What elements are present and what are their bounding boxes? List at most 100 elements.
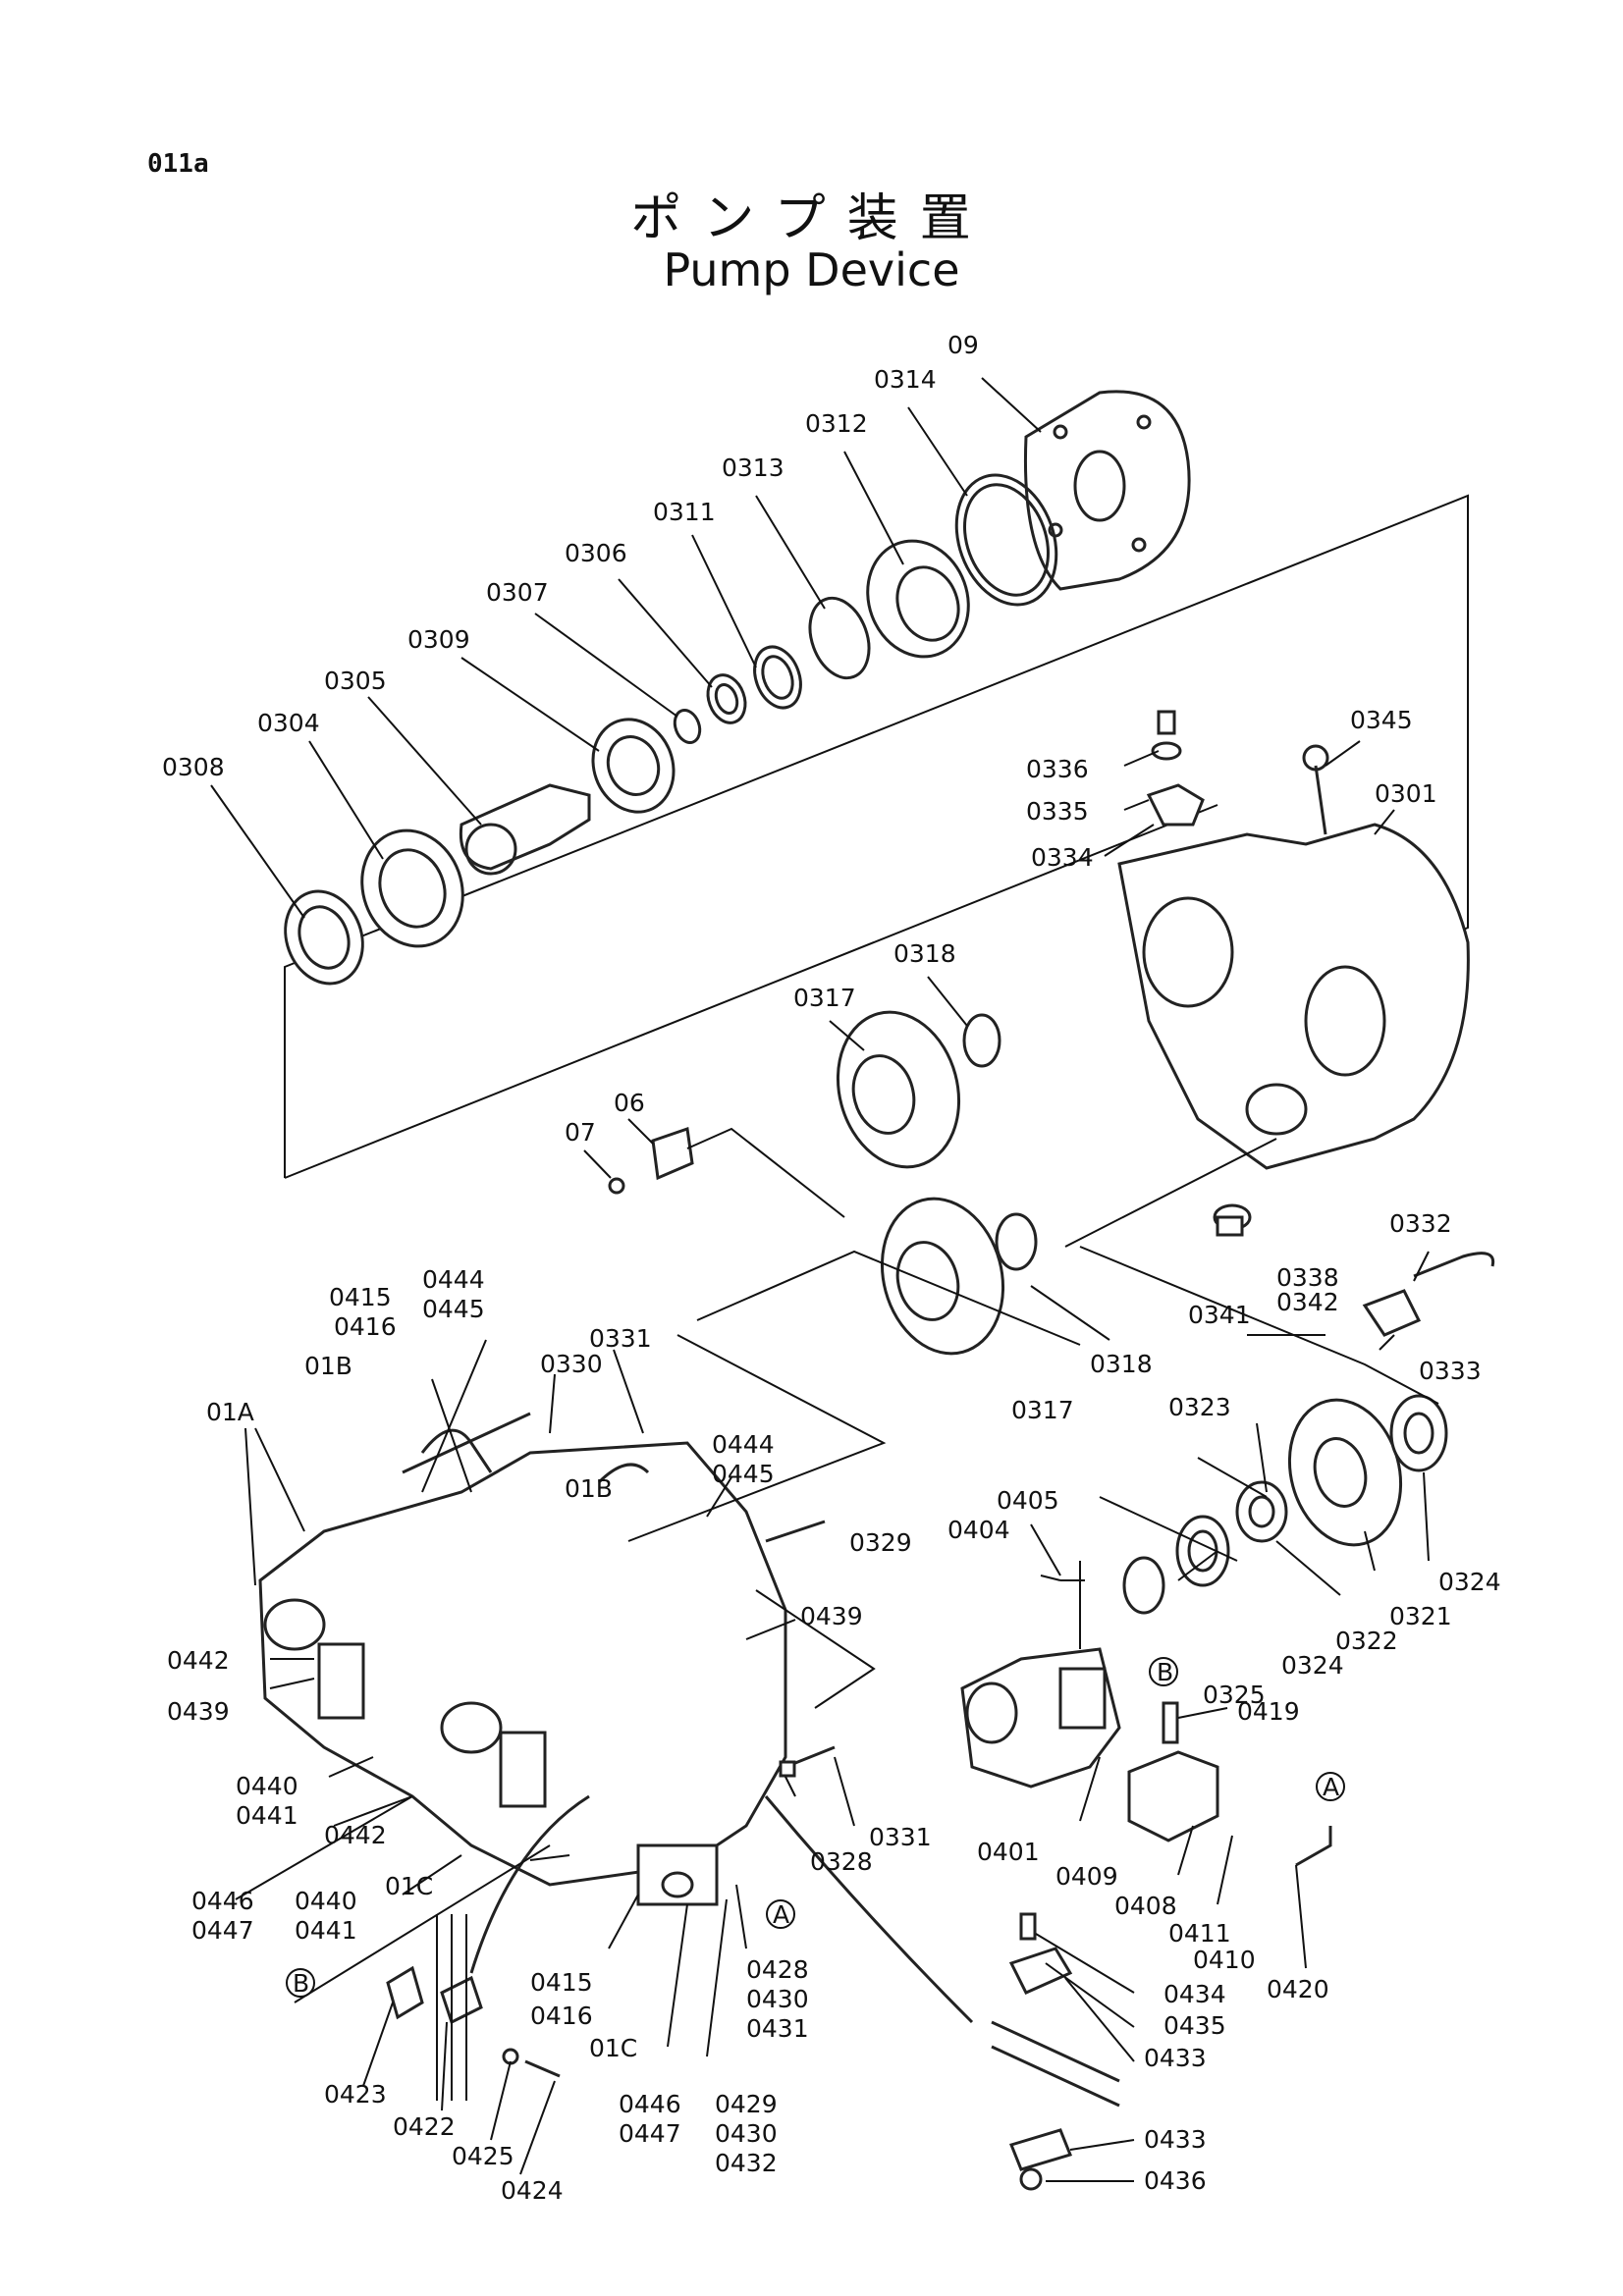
callout-0317-upper: 0317 [793, 984, 856, 1012]
callout-0429: 0429 [715, 2090, 778, 2118]
callout-01A: 01A [206, 1398, 254, 1426]
callout-0323: 0323 [1168, 1393, 1231, 1421]
callout-0401: 0401 [977, 1838, 1040, 1866]
callout-0435: 0435 [1163, 2011, 1226, 2040]
callout-0416-upper: 0416 [334, 1312, 397, 1341]
coupling-09 [1023, 390, 1191, 591]
callout-0441-lower: 0441 [295, 1916, 357, 1945]
seal-housing-0312 [866, 539, 970, 659]
callout-0409: 0409 [1055, 1862, 1118, 1891]
marker-A-mid: A [773, 1900, 789, 1929]
callout-0432: 0432 [715, 2149, 778, 2177]
pipes-0433 [991, 2020, 1120, 2108]
callout-0330: 0330 [540, 1350, 603, 1378]
bolt-0424 [502, 2048, 561, 2078]
callout-0420: 0420 [1267, 1975, 1329, 2003]
callout-0411: 0411 [1168, 1919, 1231, 1948]
callout-0325: 0325 [1203, 1681, 1266, 1709]
callout-0408: 0408 [1114, 1892, 1177, 1920]
callout-0415-lower: 0415 [530, 1968, 593, 1997]
callout-0307: 0307 [486, 578, 549, 607]
snap-ring-0307 [673, 709, 702, 744]
callout-0410: 0410 [1193, 1946, 1256, 1974]
bolt-0328 [779, 1745, 836, 1778]
callout-0342: 0342 [1276, 1288, 1339, 1316]
bearing-0324-upper [1389, 1394, 1448, 1472]
nut-0436 [1019, 2167, 1043, 2191]
title-japanese: ポンプ装置 [630, 189, 993, 248]
callout-0442-upper: 0442 [167, 1646, 230, 1675]
leader-lines [210, 377, 1430, 2182]
callout-0424: 0424 [501, 2176, 564, 2205]
marker-B-right: B [1157, 1658, 1173, 1686]
callout-0333: 0333 [1419, 1357, 1482, 1385]
pipe-0420 [1295, 1826, 1332, 1867]
callout-0434: 0434 [1163, 1980, 1226, 2008]
callout-0428: 0428 [746, 1955, 809, 1984]
callout-0439-upper: 0439 [800, 1602, 863, 1630]
clamp-0433-upper [1008, 1912, 1073, 1995]
callout-0328: 0328 [810, 1847, 873, 1876]
callout-0324-lower: 0324 [1281, 1651, 1344, 1680]
assembly-guides [294, 1138, 1439, 2003]
callout-0415-upper: 0415 [329, 1283, 392, 1311]
callout-0439-lower: 0439 [167, 1697, 230, 1726]
callout-0425: 0425 [452, 2142, 514, 2170]
part-callouts: 09 0314 0312 0313 0311 0306 0307 0309 03… [162, 331, 1501, 2205]
callout-0331-lower: 0331 [869, 1823, 932, 1851]
callout-0317-lower: 0317 [1011, 1396, 1074, 1424]
callout-0447-left: 0447 [191, 1916, 254, 1945]
callout-01C-lower: 01C [589, 2034, 637, 2062]
callout-06: 06 [614, 1089, 645, 1117]
callout-0440-lower: 0440 [295, 1887, 357, 1915]
callout-0423: 0423 [324, 2080, 387, 2109]
o-ring-0313 [808, 596, 871, 680]
callout-0313: 0313 [722, 454, 784, 482]
clamp-0433-lower [1008, 2128, 1073, 2171]
callout-07: 07 [565, 1118, 596, 1147]
callout-0422: 0422 [393, 2112, 456, 2141]
snap-ring-0318-upper [962, 1013, 1001, 1068]
callout-0446-lower: 0446 [619, 2090, 681, 2118]
callout-0321: 0321 [1389, 1602, 1452, 1630]
callout-0433-upper: 0433 [1144, 2044, 1207, 2072]
callout-0336: 0336 [1026, 755, 1089, 783]
bracket-0333 [1362, 1252, 1495, 1337]
callout-0430-upper: 0430 [746, 1985, 809, 2013]
page-code: 011a [147, 149, 209, 179]
callout-01C-left: 01C [385, 1872, 433, 1900]
title-english: Pump Device [663, 243, 960, 296]
snap-ring-0318-lower [995, 1212, 1038, 1271]
callout-0311: 0311 [653, 498, 716, 526]
callout-0405: 0405 [997, 1486, 1059, 1515]
block-0408 [1127, 1701, 1219, 1842]
bearing-0309 [591, 718, 676, 814]
gear-pump-0401 [960, 1647, 1121, 1789]
gear-0321 [1287, 1398, 1403, 1547]
callout-0345: 0345 [1350, 706, 1413, 734]
bolt-0329 [765, 1520, 826, 1543]
gear-0304 [360, 828, 464, 948]
callout-0341: 0341 [1188, 1301, 1251, 1329]
clamp-0423 [386, 1914, 483, 2101]
callout-0440-upper: 0440 [236, 1772, 298, 1800]
callout-0318-upper: 0318 [893, 939, 956, 968]
callout-0304: 0304 [257, 709, 320, 737]
main-pump-body [258, 1412, 787, 1906]
fittings-0334-0336 [1146, 710, 1205, 827]
shaft-0305 [459, 783, 591, 876]
callout-09: 09 [947, 331, 979, 359]
callout-0329: 0329 [849, 1528, 912, 1557]
callout-0314: 0314 [874, 365, 937, 394]
hose-line [469, 1794, 590, 1974]
callout-0322: 0322 [1335, 1627, 1398, 1655]
callout-0430-lower: 0430 [715, 2119, 778, 2148]
callout-0306: 0306 [565, 539, 627, 567]
callout-circles [286, 1657, 1345, 1998]
callout-0331-upper: 0331 [589, 1324, 652, 1353]
collar-0322 [1235, 1480, 1288, 1543]
callout-0445-upper: 0445 [422, 1295, 485, 1323]
callout-0324-upper: 0324 [1438, 1568, 1501, 1596]
callout-0431: 0431 [746, 2014, 809, 2043]
